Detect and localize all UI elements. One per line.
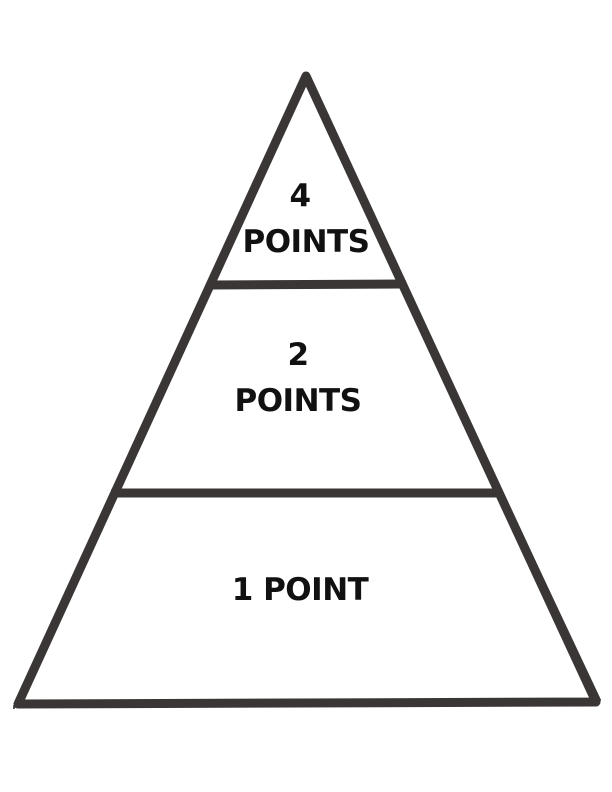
tier-top-number: 4	[289, 178, 310, 214]
sketch-line-right	[308, 81, 601, 701]
tier-top: 4 POINTS	[242, 178, 370, 260]
tier-bottom: 1 POINT	[232, 572, 369, 608]
tier-middle-number: 2	[287, 337, 308, 373]
sketch-line-base	[13, 699, 599, 707]
tier-middle: 2 POINTS	[234, 337, 362, 419]
tier-middle-unit: POINTS	[234, 383, 361, 419]
divider-top-sketch	[207, 280, 406, 289]
pyramid-outline	[13, 71, 601, 709]
divider-middle-sketch	[111, 489, 501, 497]
tier-top-unit: POINTS	[242, 224, 369, 260]
sketch-line-left	[13, 79, 304, 709]
tier-bottom-label: 1 POINT	[232, 572, 369, 608]
